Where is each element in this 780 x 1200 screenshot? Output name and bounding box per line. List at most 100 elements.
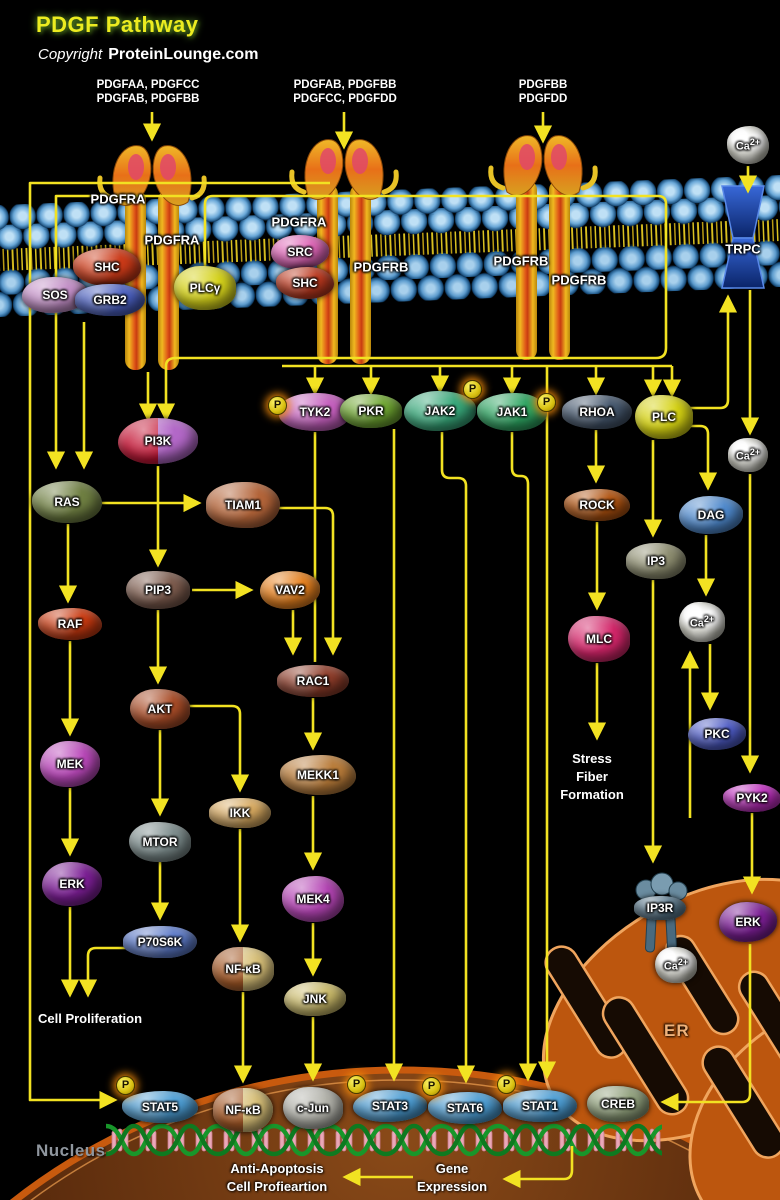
phospho-badge: P xyxy=(463,380,482,399)
node-label-akt: AKT xyxy=(147,702,173,716)
node-label-ca-er: Ca2+ xyxy=(663,957,689,973)
phospho-badge: P xyxy=(268,396,287,415)
node-pyk2[interactable]: PYK2 xyxy=(723,784,780,812)
node-label-rac1: RAC1 xyxy=(296,674,330,688)
node-raf[interactable]: RAF xyxy=(38,608,102,640)
node-label-pkr: PKR xyxy=(358,404,384,418)
node-label-mek4: MEK4 xyxy=(296,892,330,906)
copyright: Copyright ProteinLounge.com xyxy=(38,46,258,64)
node-jak2[interactable]: JAK2 P xyxy=(404,380,482,431)
node-plc[interactable]: PLC xyxy=(635,395,693,439)
node-ca-mid[interactable]: Ca2+ xyxy=(679,602,725,642)
node-jnk[interactable]: JNK xyxy=(284,982,346,1016)
node-pip3[interactable]: PIP3 xyxy=(126,571,190,609)
node-grb2[interactable]: GRB2 xyxy=(75,284,145,316)
node-mek4[interactable]: MEK4 xyxy=(282,876,344,922)
node-pkc[interactable]: PKC xyxy=(688,718,746,750)
node-ip3[interactable]: IP3 xyxy=(626,543,686,579)
membrane-label-pdgfra-0: PDGFRA xyxy=(90,191,146,207)
membrane-label-pdgfra-2: PDGFRA xyxy=(271,214,327,230)
node-label-creb: CREB xyxy=(600,1097,635,1111)
node-ca-mem[interactable]: Ca2+ xyxy=(728,438,768,472)
node-label-raf: RAF xyxy=(57,617,83,631)
caption-er-label: ER xyxy=(664,1021,690,1040)
node-label-ca-mid: Ca2+ xyxy=(689,614,715,630)
node-label-c-jun: c-Jun xyxy=(296,1101,329,1115)
node-label-nfkb-n: NF-κB xyxy=(225,1103,261,1117)
node-pkr[interactable]: PKR xyxy=(340,394,402,428)
node-plc-gamma[interactable]: PLCγ xyxy=(174,266,236,310)
node-shc-a[interactable]: SHC xyxy=(73,248,141,286)
node-mek[interactable]: MEK xyxy=(40,741,100,787)
node-p70s6k[interactable]: P70S6K xyxy=(123,926,197,958)
phospho-badge: P xyxy=(347,1075,366,1094)
node-label-rhoa: RHOA xyxy=(579,405,615,419)
node-c-jun[interactable]: c-Jun xyxy=(283,1087,343,1129)
node-nfkb[interactable]: NF-κB xyxy=(212,947,274,991)
node-mekk1[interactable]: MEKK1 xyxy=(280,755,356,795)
node-label-stat5: STAT5 xyxy=(141,1100,179,1114)
phospho-badge: P xyxy=(497,1075,516,1094)
node-rock[interactable]: ROCK xyxy=(564,489,630,521)
node-ca-er[interactable]: Ca2+ xyxy=(655,947,697,983)
node-label-mtor: MTOR xyxy=(142,835,178,849)
node-akt[interactable]: AKT xyxy=(130,689,190,729)
node-mlc[interactable]: MLC xyxy=(568,616,630,662)
node-rhoa[interactable]: RHOA xyxy=(562,395,632,429)
membrane-label-pdgfra-1: PDGFRA xyxy=(144,232,200,248)
node-rac1[interactable]: RAC1 xyxy=(277,665,349,697)
node-label-erk-2: ERK xyxy=(735,915,761,929)
node-pi3k[interactable]: PI3K xyxy=(118,418,198,464)
node-label-ip3r: IP3R xyxy=(646,901,674,915)
node-stat3[interactable]: STAT3 P xyxy=(347,1075,427,1122)
node-ip3r[interactable]: IP3R xyxy=(634,896,686,920)
node-ca-top[interactable]: Ca2+ xyxy=(727,126,769,164)
node-src[interactable]: SRC xyxy=(271,235,329,269)
node-shc-b[interactable]: SHC xyxy=(276,267,334,299)
trpc-channel[interactable] xyxy=(721,185,765,289)
node-label-pip3: PIP3 xyxy=(144,583,171,597)
node-erk[interactable]: ERK xyxy=(42,862,102,906)
node-ikk[interactable]: IKK xyxy=(209,798,271,828)
node-label-erk: ERK xyxy=(59,877,85,891)
node-label-pkc: PKC xyxy=(704,727,730,741)
node-label-mek: MEK xyxy=(56,757,84,771)
node-label-dag: DAG xyxy=(697,508,725,522)
caption-nucleus-label: Nucleus xyxy=(36,1141,106,1160)
membrane-label-pdgfrb-5: PDGFRB xyxy=(551,272,607,288)
node-label-mlc: MLC xyxy=(586,632,612,646)
node-label-ras: RAS xyxy=(54,495,80,509)
node-dag[interactable]: DAG xyxy=(679,496,743,534)
copyright-prefix: Copyright xyxy=(38,46,103,63)
node-label-stat3: STAT3 xyxy=(371,1099,409,1113)
membrane-label-pdgfrb-3: PDGFRB xyxy=(353,259,409,275)
node-nfkb-n[interactable]: NF-κB xyxy=(213,1088,273,1132)
node-label-shc-b: SHC xyxy=(292,276,318,290)
node-label-stat1: STAT1 xyxy=(521,1099,559,1113)
node-label-sos: SOS xyxy=(42,288,68,302)
node-creb[interactable]: CREB xyxy=(587,1086,649,1122)
node-tiam1[interactable]: TIAM1 xyxy=(206,482,280,528)
node-stat1[interactable]: STAT1 P xyxy=(497,1075,577,1122)
node-label-vav2: VAV2 xyxy=(275,583,305,597)
phospho-badge: P xyxy=(422,1077,441,1096)
node-label-jak2: JAK2 xyxy=(424,404,456,418)
node-mtor[interactable]: MTOR xyxy=(129,822,191,862)
copyright-site: ProteinLounge.com xyxy=(108,46,259,63)
phospho-badge: P xyxy=(537,393,556,412)
node-label-src: SRC xyxy=(287,245,313,259)
node-ras[interactable]: RAS xyxy=(32,481,102,523)
node-vav2[interactable]: VAV2 xyxy=(260,571,320,609)
node-erk-2[interactable]: ERK xyxy=(719,902,777,942)
